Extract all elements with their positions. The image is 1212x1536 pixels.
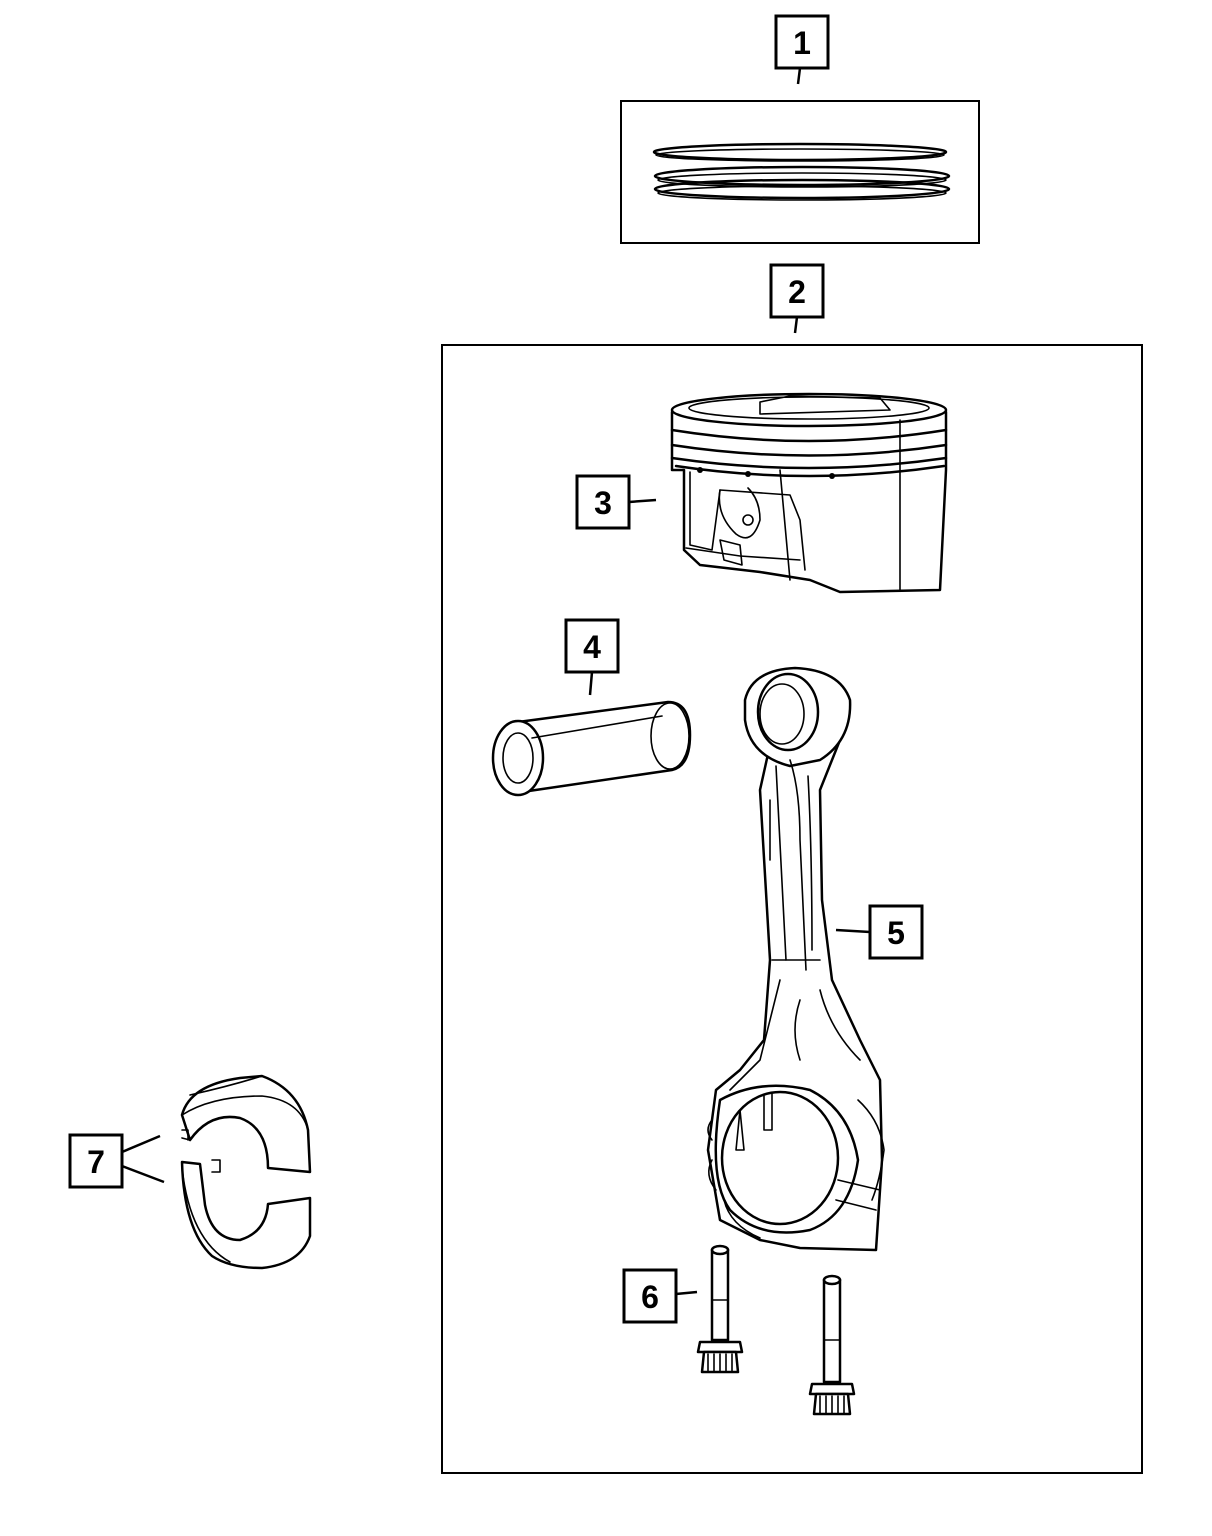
callout-2-label: 2 xyxy=(788,274,806,310)
callout-4-label: 4 xyxy=(583,629,601,665)
leader-line-7b xyxy=(121,1164,165,1184)
callout-7[interactable]: 7 xyxy=(68,1133,124,1189)
callout-5[interactable]: 5 xyxy=(868,904,924,960)
leader-line-2 xyxy=(793,316,799,334)
piston-illustration xyxy=(670,392,948,594)
callout-3-label: 3 xyxy=(594,485,612,521)
assembly-box xyxy=(441,344,1143,1474)
connecting-rod-illustration xyxy=(706,666,885,1252)
callout-5-label: 5 xyxy=(887,915,905,951)
callout-6[interactable]: 6 xyxy=(622,1268,678,1324)
piston-rings-illustration xyxy=(652,142,951,201)
ring-set-box xyxy=(620,100,980,244)
callout-1-label: 1 xyxy=(793,25,811,61)
rod-bolt-illustration-left xyxy=(696,1244,744,1374)
leader-line-5 xyxy=(835,928,871,934)
leader-line-1 xyxy=(796,67,802,85)
leader-line-6 xyxy=(675,1290,698,1296)
leader-line-4 xyxy=(588,671,594,696)
callout-4[interactable]: 4 xyxy=(564,618,620,674)
callout-6-label: 6 xyxy=(641,1279,659,1315)
leader-line-7a xyxy=(121,1134,161,1154)
leader-line-3 xyxy=(628,498,657,504)
callout-1[interactable]: 1 xyxy=(774,14,830,70)
rod-bolt-illustration-right xyxy=(808,1274,856,1416)
bearing-shells-illustration xyxy=(180,1074,312,1270)
piston-pin-illustration xyxy=(491,700,692,797)
callout-2[interactable]: 2 xyxy=(769,263,825,319)
callout-7-label: 7 xyxy=(87,1144,105,1180)
callout-3[interactable]: 3 xyxy=(575,474,631,530)
